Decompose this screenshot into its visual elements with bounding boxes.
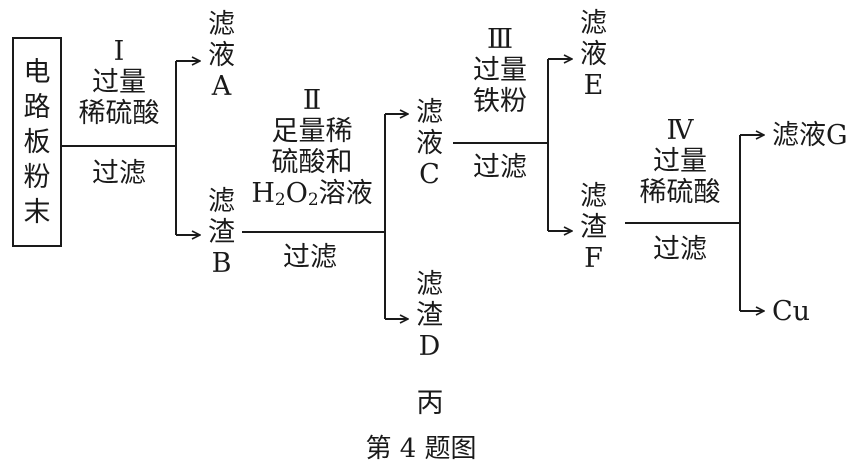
step4-reagent: Ⅳ 过量 稀硫酸 (640, 115, 721, 208)
residue-d-label: 丙 (416, 388, 444, 419)
step2-o: O (285, 178, 308, 209)
step2-reagent-line1: 足量稀 (271, 116, 353, 147)
step2-numeral: Ⅱ (302, 85, 322, 116)
start-box-label: 电 路 板 粉 末 (23, 56, 51, 228)
product-cu: Cu (772, 296, 811, 327)
step2-reagent-line2: 硫酸和 (271, 147, 353, 178)
step2-sub2: 2 (307, 190, 319, 210)
step2-operation: 过滤 (283, 242, 337, 273)
step4-numeral: Ⅳ (666, 115, 694, 146)
step4-operation: 过滤 (653, 234, 707, 265)
step2-sub1: 2 (274, 190, 286, 210)
step2-h: H (251, 178, 275, 209)
filtrate-e: 滤 液 E (580, 8, 607, 101)
figure-caption: 第 4 题图 (365, 434, 477, 464)
step3-reagent-line2: 铁粉 (473, 86, 527, 117)
step4-reagent-line1: 过量 (653, 146, 707, 177)
step1-numeral: Ⅰ (113, 36, 125, 67)
step1-operation: 过滤 (92, 158, 146, 189)
filtrate-g: 滤液G (772, 120, 848, 151)
step1-reagent-line1: 过量 (92, 67, 146, 98)
step3-numeral: Ⅲ (486, 24, 514, 55)
residue-d: 滤 渣 D (416, 269, 443, 362)
filtrate-c: 滤 液 C (416, 97, 443, 190)
residue-f: 滤 渣 F (580, 181, 607, 274)
step4-reagent-line2: 稀硫酸 (639, 177, 721, 208)
step3-operation: 过滤 (473, 152, 527, 183)
residue-b: 滤 渣 B (208, 186, 235, 279)
step2-reagent: Ⅱ 足量稀 硫酸和 H2O2溶液 (251, 85, 372, 209)
step3-reagent: Ⅲ 过量 铁粉 (473, 24, 527, 117)
step1-reagent: Ⅰ 过量 稀硫酸 (79, 36, 160, 129)
step3-reagent-line1: 过量 (473, 55, 527, 86)
filtrate-a: 滤 液 A (208, 9, 235, 102)
step2-reagent-line3: H2O2溶液 (251, 178, 372, 209)
start-box-circuit-board-powder: 电 路 板 粉 末 (12, 37, 62, 247)
step2-rest: 溶液 (318, 178, 373, 209)
step1-reagent-line2: 稀硫酸 (78, 98, 160, 129)
